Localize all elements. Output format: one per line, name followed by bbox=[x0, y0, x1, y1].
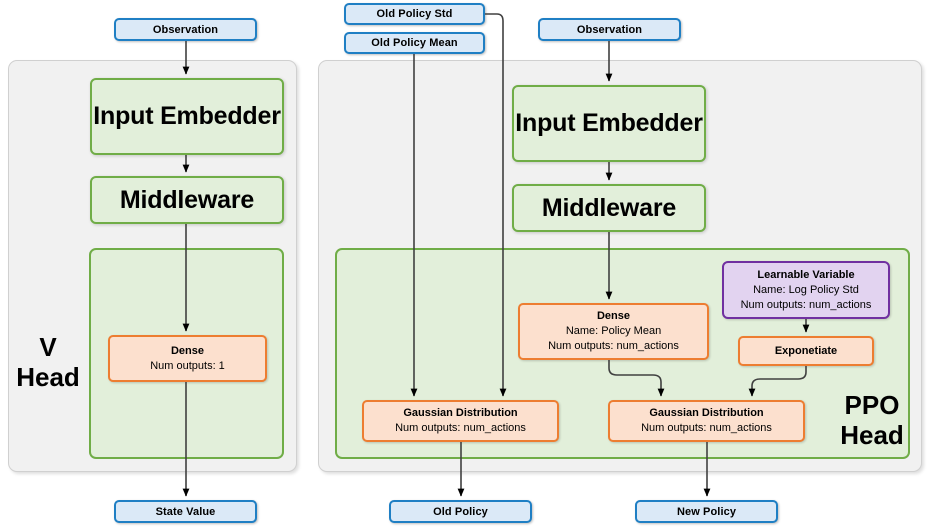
ppo-learnable-variable-title: Learnable Variable bbox=[757, 268, 855, 281]
ppo-input-observation[interactable]: Observation bbox=[538, 18, 681, 41]
ppo-dense-name: Name: Policy Mean bbox=[565, 325, 662, 337]
v-head-caption-line1: V bbox=[39, 332, 57, 362]
ppo-head-caption-line2: Head bbox=[840, 420, 904, 450]
v-head-middleware[interactable]: Middleware bbox=[90, 176, 284, 224]
ppo-input-old-policy-std[interactable]: Old Policy Std bbox=[344, 3, 485, 25]
v-head-dense-title: Dense bbox=[170, 344, 205, 357]
ppo-head-caption-line1: PPO bbox=[844, 390, 900, 420]
ppo-dense-title: Dense bbox=[596, 310, 631, 322]
v-head-dense[interactable]: Dense Num outputs: 1 bbox=[108, 335, 267, 382]
ppo-gaussian-distribution-new[interactable]: Gaussian Distribution Num outputs: num_a… bbox=[608, 400, 805, 442]
ppo-gaussian-old-outputs: Num outputs: num_actions bbox=[395, 422, 526, 434]
ppo-middleware[interactable]: Middleware bbox=[512, 184, 706, 232]
ppo-dense-policy-mean[interactable]: Dense Name: Policy Mean Num outputs: num… bbox=[518, 303, 709, 360]
ppo-learnable-variable-outputs: Num outputs: num_actions bbox=[740, 298, 872, 311]
ppo-input-old-policy-mean[interactable]: Old Policy Mean bbox=[344, 32, 485, 54]
v-head-output-state-value[interactable]: State Value bbox=[114, 500, 257, 523]
ppo-learnable-variable-log-policy-std[interactable]: Learnable Variable Name: Log Policy Std … bbox=[722, 261, 890, 319]
ppo-output-old-policy[interactable]: Old Policy bbox=[389, 500, 532, 523]
v-head-input-embedder[interactable]: Input Embedder bbox=[90, 78, 284, 155]
v-head-input-observation[interactable]: Observation bbox=[114, 18, 257, 41]
ppo-gaussian-distribution-old[interactable]: Gaussian Distribution Num outputs: num_a… bbox=[362, 400, 559, 442]
ppo-learnable-variable-name: Name: Log Policy Std bbox=[753, 283, 859, 296]
ppo-gaussian-old-title: Gaussian Distribution bbox=[403, 407, 518, 419]
ppo-exponetiate[interactable]: Exponetiate bbox=[738, 336, 874, 366]
ppo-input-embedder[interactable]: Input Embedder bbox=[512, 85, 706, 162]
ppo-output-new-policy[interactable]: New Policy bbox=[635, 500, 778, 523]
ppo-gaussian-new-outputs: Num outputs: num_actions bbox=[641, 422, 772, 434]
ppo-dense-outputs: Num outputs: num_actions bbox=[548, 340, 679, 352]
ppo-exponetiate-title: Exponetiate bbox=[774, 344, 838, 357]
ppo-head-caption: PPO Head bbox=[824, 390, 920, 450]
v-head-caption: V Head bbox=[12, 332, 84, 392]
v-head-dense-outputs: Num outputs: 1 bbox=[150, 359, 225, 372]
ppo-gaussian-new-title: Gaussian Distribution bbox=[649, 407, 764, 419]
v-head-caption-line2: Head bbox=[16, 362, 80, 392]
